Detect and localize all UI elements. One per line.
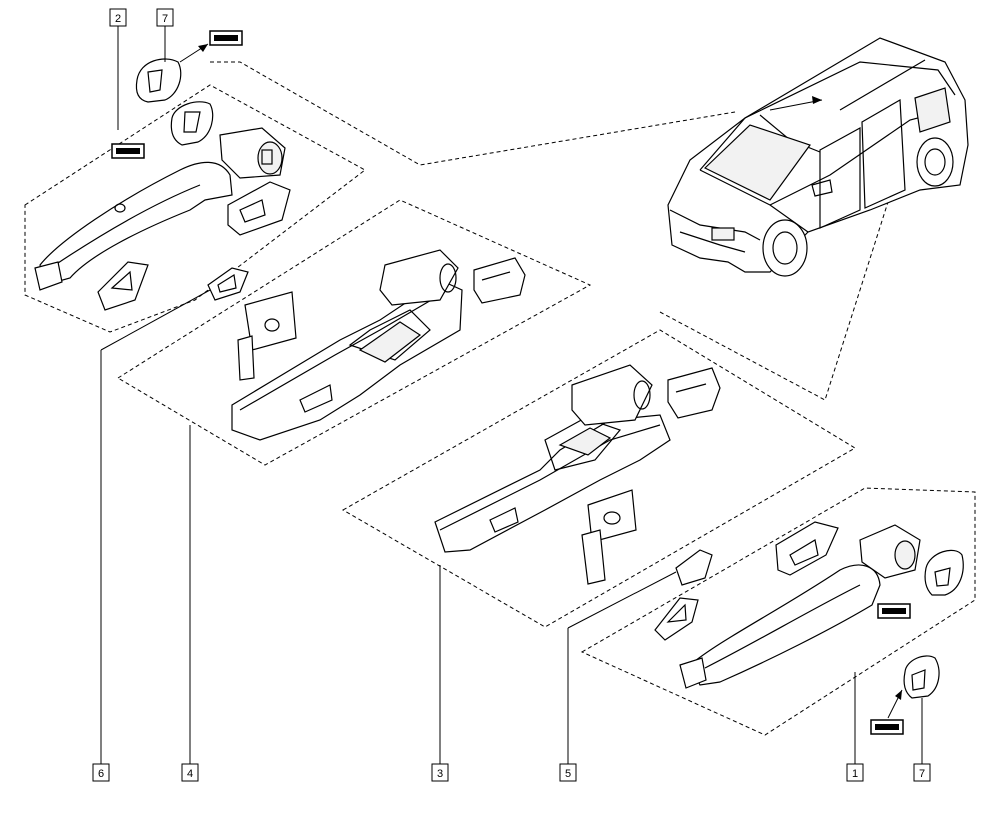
left-outer-handle xyxy=(34,161,233,291)
right-handle-seal xyxy=(654,597,699,641)
left-mechanism-housing xyxy=(231,279,463,441)
callout-6: 6 xyxy=(92,763,110,782)
right-mechanism-motor xyxy=(571,364,653,426)
callout-2-label: 2 xyxy=(115,13,121,25)
right-mechanism-clip xyxy=(667,367,721,419)
right-mechanism-housing xyxy=(434,414,671,553)
left-grommet xyxy=(207,267,249,301)
left-mechanism-clip xyxy=(473,257,526,304)
callout-2: 2 xyxy=(109,8,127,27)
right-mechanism-plate xyxy=(581,489,637,585)
right-handle-bezel xyxy=(924,549,964,596)
note-tag-bottom xyxy=(870,719,904,735)
left-mechanism-motor xyxy=(379,249,459,306)
group-outline-left-mechanism xyxy=(117,199,592,466)
left-handle-cap xyxy=(135,58,182,103)
leader-lines xyxy=(100,26,923,764)
callout-3: 3 xyxy=(431,763,449,782)
left-mechanism-plate xyxy=(237,291,297,381)
callout-1-label: 1 xyxy=(852,768,858,780)
callout-7-bottom: 7 xyxy=(913,763,931,782)
left-handle-bracket xyxy=(227,181,291,236)
arrow-bottom-tag xyxy=(887,689,903,719)
note-tag-top-right xyxy=(209,30,243,46)
right-grommet xyxy=(675,549,713,586)
vehicle-link-lines xyxy=(210,61,896,401)
right-handle-cap xyxy=(903,655,940,699)
callout-7-top: 7 xyxy=(156,8,174,27)
left-handle-bezel-top xyxy=(170,101,214,146)
callout-4-label: 4 xyxy=(187,768,193,780)
note-tag-left xyxy=(111,143,145,159)
note-tag-right xyxy=(877,603,911,619)
callout-7-top-label: 7 xyxy=(162,13,168,25)
left-handle-seal xyxy=(97,261,149,311)
right-outer-handle xyxy=(679,564,881,689)
callout-7-bottom-label: 7 xyxy=(919,768,925,780)
callout-5: 5 xyxy=(559,763,577,782)
group-outline-right-handle xyxy=(580,487,976,736)
callout-4: 4 xyxy=(181,763,199,782)
callout-6-label: 6 xyxy=(98,768,104,780)
right-handle-lock-cylinder xyxy=(859,524,921,579)
left-handle-lock-cylinder xyxy=(219,127,286,179)
callout-1: 1 xyxy=(846,763,864,782)
group-outline-left-handle xyxy=(24,84,366,333)
right-handle-bracket xyxy=(775,521,839,576)
callout-3-label: 3 xyxy=(437,768,443,780)
callout-5-label: 5 xyxy=(565,768,571,780)
arrow-top-tag xyxy=(179,43,209,63)
vehicle-illustration xyxy=(667,37,969,277)
